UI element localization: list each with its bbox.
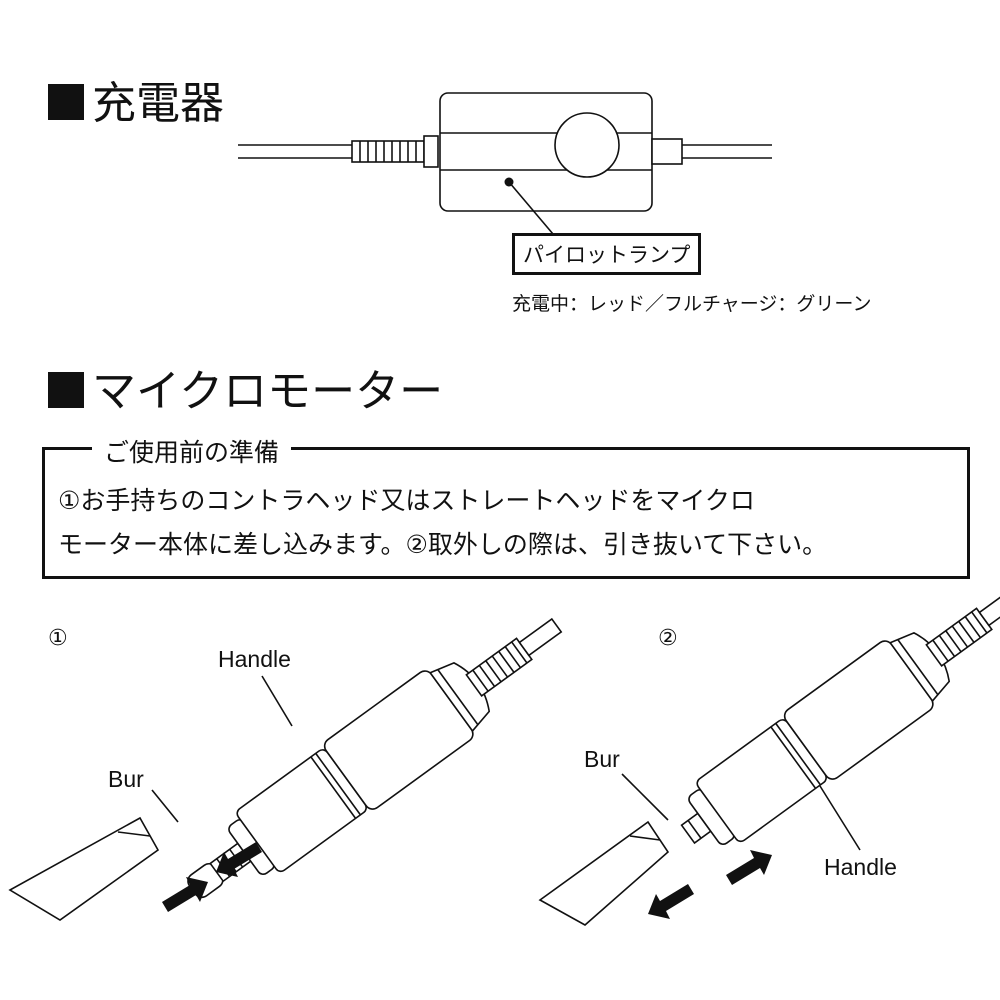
lamp-status-text: 充電中：レッド／フルチャージ：グリーン (512, 293, 872, 315)
step-2-label: ② (658, 626, 678, 651)
preparation-box (42, 447, 970, 579)
preparation-line-2: モーター本体に差し込みます。②取外しの際は、引き抜いて下さい。 (58, 530, 828, 559)
step-2-diagram (538, 590, 1000, 926)
arrow-insert-right-icon (216, 842, 262, 877)
micromotor-title-text: マイクロモーター (92, 366, 444, 417)
handpiece-diagrams (8, 590, 1000, 926)
step-1-handle-label: Handle (218, 646, 291, 672)
pilot-lamp-circle (554, 112, 620, 178)
micromotor-title: マイクロモーター (48, 370, 443, 414)
pilot-lamp-pointer-dot (504, 177, 514, 187)
preparation-line-1: ①お手持ちのコントラヘッド又はストレートヘッドをマイクロ (58, 486, 755, 515)
step-1-bur-label: Bur (108, 766, 144, 792)
charger-title-text: 充電器 (92, 78, 224, 129)
square-bullet-icon (48, 84, 84, 120)
arrow-remove-left-icon (648, 884, 694, 919)
square-bullet-icon (48, 372, 84, 408)
charger-title: 充電器 (48, 82, 224, 126)
charger-diagram (238, 92, 772, 235)
step-1-diagram (8, 617, 563, 921)
arrow-insert-left-icon (162, 877, 208, 912)
preparation-title: ご使用前の準備 (92, 433, 292, 469)
arrow-remove-right-icon (726, 850, 772, 885)
strain-relief-ribs (359, 141, 417, 162)
step-2-bur-label: Bur (584, 746, 620, 772)
step-1-label: ① (48, 626, 68, 651)
pilot-lamp-label: パイロットランプ (512, 233, 702, 275)
charger-body (439, 92, 653, 212)
step-2-handle-label: Handle (824, 854, 897, 880)
